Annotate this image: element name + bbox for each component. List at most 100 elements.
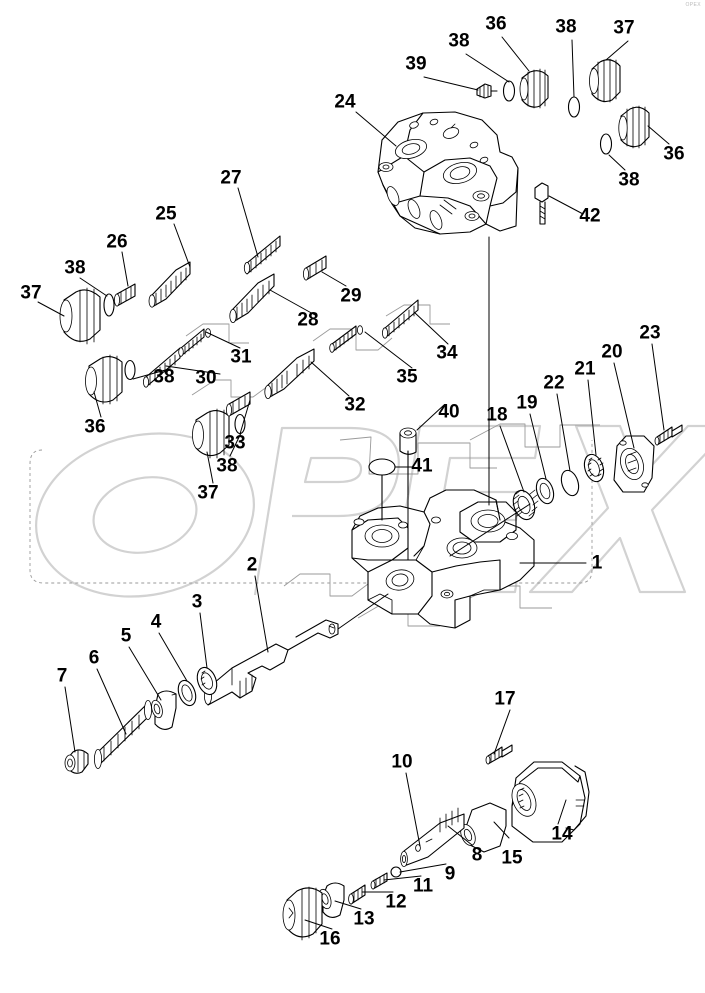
plug-36-upper (519, 68, 549, 109)
plug-37-upper (589, 58, 621, 103)
spring-11 (370, 872, 388, 890)
leader-lines (37, 36, 670, 930)
plug-37-left (59, 287, 101, 345)
callout-37b: 37 (197, 482, 219, 504)
callout-38d: 38 (448, 30, 470, 52)
callout-14: 14 (551, 823, 573, 845)
callout-36c: 36 (485, 13, 507, 35)
spool-32 (264, 348, 315, 399)
callout-32: 32 (344, 394, 366, 416)
callout-40: 40 (438, 401, 460, 423)
callout-37c: 37 (613, 17, 635, 39)
callout-5: 5 (120, 625, 132, 647)
seat-7 (64, 749, 89, 774)
sleeve-15 (460, 802, 507, 853)
callout-17: 17 (494, 688, 516, 710)
oring-38-left-upper (103, 293, 115, 317)
callout-24: 24 (334, 91, 356, 113)
callout-13: 13 (353, 908, 375, 930)
corner-watermark-text: OPEX (685, 2, 701, 8)
callout-22: 22 (543, 372, 565, 394)
seal-ring-21 (583, 453, 605, 483)
callout-38c: 38 (216, 455, 238, 477)
callout-37: 37 (20, 282, 42, 304)
seal-ring-18 (512, 489, 539, 521)
callout-21: 21 (574, 358, 596, 380)
callout-27: 27 (220, 167, 242, 189)
callout-38f: 38 (618, 169, 640, 191)
oring-38-left-mid (124, 359, 136, 381)
callout-18: 18 (486, 404, 508, 426)
oring-38-upper-mid (567, 96, 581, 118)
callout-3: 3 (191, 591, 203, 613)
retainer-5 (151, 690, 177, 730)
oring-41 (368, 458, 413, 521)
screw-42 (534, 182, 549, 225)
pin-33 (225, 391, 251, 417)
callout-38: 38 (64, 257, 86, 279)
callout-31: 31 (230, 346, 252, 368)
callout-1: 1 (591, 552, 603, 574)
oring-4 (177, 679, 197, 707)
nut-40 (399, 427, 417, 496)
callout-9: 9 (444, 863, 456, 885)
spring-27 (243, 235, 281, 275)
spool-28 (229, 273, 275, 323)
bolt-17 (485, 744, 513, 765)
plug-37-left-lower (192, 408, 230, 459)
callout-20: 20 (601, 341, 623, 363)
spring-35 (329, 325, 363, 353)
housing-14 (511, 761, 590, 843)
cover-plate-20 (613, 435, 655, 493)
bolt-23 (654, 424, 683, 446)
callout-38b: 38 (153, 366, 175, 388)
plug-16 (282, 886, 323, 941)
callout-36b: 36 (663, 143, 685, 165)
pin-26 (114, 283, 136, 307)
callout-2: 2 (246, 554, 258, 576)
spring-31 (178, 328, 211, 357)
callout-35: 35 (396, 366, 418, 388)
callout-30: 30 (195, 367, 217, 389)
pin-29 (302, 255, 327, 281)
callout-33: 33 (224, 432, 246, 454)
callout-36: 36 (84, 416, 106, 438)
callout-41: 41 (411, 455, 433, 477)
callout-15: 15 (501, 847, 523, 869)
callout-26: 26 (106, 231, 128, 253)
oring-22 (560, 469, 580, 497)
plug-36-left (85, 354, 123, 405)
callout-39: 39 (405, 53, 427, 75)
callout-19: 19 (516, 392, 538, 414)
callout-4: 4 (150, 611, 162, 633)
callout-28: 28 (297, 309, 319, 331)
valve-head-body-24 (377, 111, 519, 235)
oring-38-upper-left (502, 80, 516, 102)
oring-38-left-lower (234, 413, 246, 435)
callout-10: 10 (391, 751, 413, 773)
callout-16: 16 (319, 928, 341, 950)
washer-3 (196, 666, 218, 696)
callout-23: 23 (639, 322, 661, 344)
screw-39 (476, 83, 498, 99)
callout-42: 42 (579, 205, 601, 227)
spring-12 (348, 884, 366, 905)
spring-30 (142, 347, 181, 388)
oring-38-right (599, 133, 613, 155)
seal-ring-19 (535, 477, 555, 505)
plug-36-right (618, 105, 650, 149)
spool-2 (203, 619, 339, 706)
spring-6 (94, 700, 152, 770)
callout-7: 7 (56, 665, 68, 687)
callout-6: 6 (88, 647, 100, 669)
spool-25 (148, 261, 191, 308)
callout-11: 11 (412, 875, 434, 897)
callout-8: 8 (471, 844, 483, 866)
spring-34 (381, 299, 419, 339)
callout-34: 34 (436, 342, 458, 364)
callout-29: 29 (340, 285, 362, 307)
callout-12: 12 (385, 891, 407, 913)
callout-25: 25 (155, 203, 177, 225)
